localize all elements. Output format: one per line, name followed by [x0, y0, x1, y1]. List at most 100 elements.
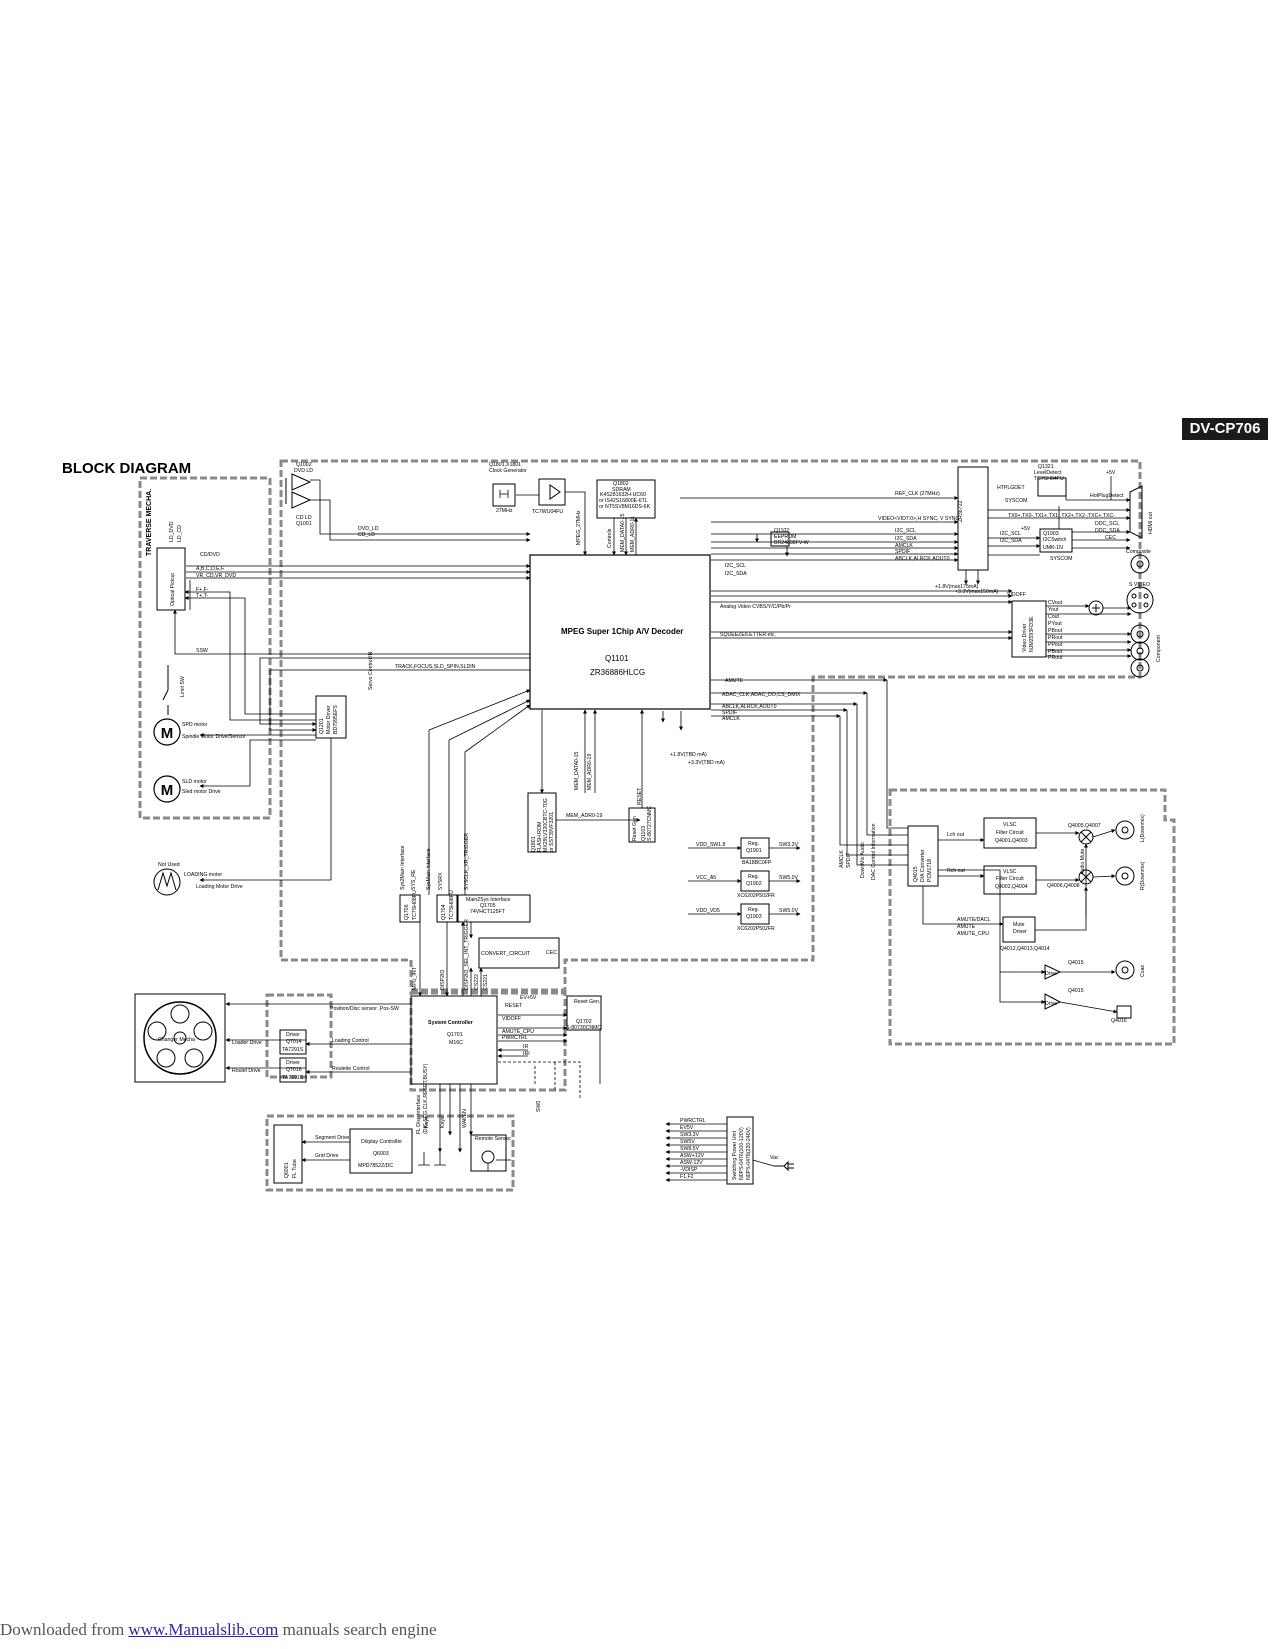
svg-text:DDC_SCL: DDC_SCL [1095, 521, 1119, 527]
svg-text:Q4015: Q4015 [1068, 960, 1084, 966]
svg-text:TA7291S: TA7291S [282, 1047, 304, 1053]
svg-text:27MHz: 27MHz [496, 508, 513, 514]
svg-text:AMUTE: AMUTE [957, 924, 976, 930]
svg-text:AMUTE: AMUTE [725, 678, 744, 684]
svg-text:SW3.3V: SW3.3V [680, 1132, 700, 1138]
svg-text:Q4005,Q4007: Q4005,Q4007 [1068, 823, 1101, 829]
pickup-label: Optical Pickup [170, 573, 176, 606]
svg-text:PYout: PYout [1048, 621, 1062, 627]
footer: Downloaded from www.Manualslib.com manua… [0, 1620, 437, 1640]
svg-text:HDMI out: HDMI out [1148, 512, 1154, 534]
svg-text:VDD_VD5: VDD_VD5 [696, 908, 720, 914]
svg-text:Q1902: Q1902 [746, 881, 762, 887]
svg-text:TA7291S: TA7291S [282, 1075, 304, 1081]
svg-text:Driver: Driver [286, 1060, 300, 1066]
svg-text:Limit SW: Limit SW [180, 676, 186, 697]
limit-sw-icon [162, 665, 169, 715]
svg-text:Loading Motor Drive: Loading Motor Drive [196, 884, 243, 890]
svg-text:F1,F2: F1,F2 [680, 1174, 694, 1180]
svg-text:Motor Driver: Motor Driver [326, 705, 332, 734]
svg-text:Q1801: Q1801 [531, 836, 537, 852]
svg-text:Segment Drive: Segment Drive [315, 1135, 349, 1141]
svg-text:CONVERT_CIRCUIT: CONVERT_CIRCUIT [481, 951, 531, 957]
loading-motor-icon [153, 868, 181, 896]
svg-text:+3.3V(max150mA): +3.3V(max150mA) [955, 589, 999, 595]
sld-motor-icon [153, 775, 181, 803]
svg-text:S-80727CNMC: S-80727CNMC [647, 806, 653, 841]
svg-text:+3.3V(TBD mA): +3.3V(TBD mA) [688, 760, 725, 766]
svg-text:ABCLK,ALRCK,AOUT0: ABCLK,ALRCK,AOUT0 [895, 556, 950, 562]
svg-text:RESET: RESET [505, 1003, 523, 1009]
svg-text:BR24L08FV-W: BR24L08FV-W [774, 540, 809, 546]
svg-text:AMUTE/DACL: AMUTE/DACL [957, 917, 991, 923]
svg-text:FL Disp Interface: FL Disp Interface [416, 1095, 422, 1134]
svg-text:Coax: Coax [1140, 964, 1146, 977]
manualslib-link[interactable]: www.Manualslib.com [128, 1620, 279, 1639]
svg-text:ASW+12V: ASW+12V [680, 1153, 705, 1159]
svg-text:SW0: SW0 [536, 1101, 542, 1112]
composite-jack-icon [1130, 554, 1150, 574]
svg-text:ZR36722: ZR36722 [958, 501, 964, 522]
plain-lines [189, 476, 1112, 1171]
svg-text:Q4016: Q4016 [1111, 1018, 1127, 1024]
svg-text:SSW: SSW [196, 648, 208, 654]
svg-text:Video Driver: Video Driver [1022, 623, 1028, 652]
svg-text:I2C_SDA: I2C_SDA [895, 536, 917, 542]
svg-text:Driver: Driver [286, 1032, 300, 1038]
svg-text:Component: Component [1156, 635, 1162, 662]
svg-text:ASW-12V: ASW-12V [680, 1160, 703, 1166]
audio-l-jack-icon [1115, 820, 1135, 840]
svg-text:LD_DVD: LD_DVD [169, 521, 175, 542]
svg-text:MPEG_27MHz: MPEG_27MHz [576, 510, 582, 545]
footer-suffix: manuals search engine [278, 1620, 437, 1639]
svg-text:TX0+,TX0-,TX1+,TX1-,TX2+,TX2-,: TX0+,TX0-,TX1+,TX1-,TX2+,TX2-,TXC+,TXC- [1008, 513, 1115, 519]
remote-sensor-icon [481, 1150, 495, 1164]
svg-text:Q1701: Q1701 [447, 1032, 463, 1038]
svg-text:Q1903: Q1903 [1043, 531, 1059, 537]
svg-text:I2C_SDA: I2C_SDA [1000, 538, 1022, 544]
svg-text:Display Controller: Display Controller [361, 1139, 402, 1145]
svg-text:M: M [161, 782, 174, 799]
svg-text:BD7995EFS: BD7995EFS [333, 705, 339, 734]
svg-text:AMCLK: AMCLK [839, 850, 845, 868]
svg-text:AMUTE_CPU: AMUTE_CPU [957, 931, 989, 937]
svg-text:VIDOFF: VIDOFF [502, 1016, 521, 1022]
svg-text:MPD7852Z/DC: MPD7852Z/DC [358, 1163, 393, 1169]
svg-text:Lch out: Lch out [947, 832, 965, 838]
svg-text:RESET: RESET [637, 787, 643, 805]
signal-lines [173, 479, 1132, 1182]
svg-text:N0PS-0476(100-120V): N0PS-0476(100-120V) [739, 1127, 745, 1180]
svg-text:Q1321: Q1321 [1038, 464, 1054, 470]
svg-text:EV+5V: EV+5V [520, 995, 537, 1001]
svg-text:I2C_SCL: I2C_SCL [895, 528, 916, 534]
svg-text:Spindle Motor Drive/Sensor: Spindle Motor Drive/Sensor [182, 734, 246, 740]
svg-text:Q1705: Q1705 [480, 903, 496, 909]
svg-text:SPDIF: SPDIF [722, 710, 737, 716]
svg-text:MEM_DATA0-15: MEM_DATA0-15 [620, 513, 626, 552]
svg-text:DownMix Audio: DownMix Audio [860, 842, 866, 878]
svg-text:Position/Disc sensor ,Pos-SW: Position/Disc sensor ,Pos-SW [330, 1006, 399, 1012]
svg-text:WAKEN: WAKEN [462, 1109, 468, 1128]
svg-text:SLD motor: SLD motor [182, 779, 207, 785]
svg-text:+1.8V(TBD mA): +1.8V(TBD mA) [670, 752, 707, 758]
svg-text:SQUEEZE/LETTER etc.: SQUEEZE/LETTER etc. [720, 632, 776, 638]
svg-text:Servo Control IN: Servo Control IN [368, 651, 374, 690]
svg-text:Drive: Drive [1045, 1001, 1057, 1007]
svg-text:SW5.0V: SW5.0V [779, 875, 799, 881]
svg-text:Sys2Main Interface: Sys2Main Interface [400, 845, 406, 890]
svg-text:Switching Power Unit: Switching Power Unit [732, 1130, 738, 1180]
svg-text:Q1901: Q1901 [746, 848, 762, 854]
svg-text:NJM2593FD3E: NJM2593FD3E [1029, 616, 1035, 652]
svg-text:Q7014: Q7014 [286, 1039, 302, 1045]
svg-text:Q6001: Q6001 [284, 1162, 290, 1178]
svg-text:Analog Video CVBS/Y/C/Pb/Pr: Analog Video CVBS/Y/C/Pb/Pr [720, 604, 791, 610]
svg-text:SDRAM: SDRAM [612, 487, 631, 493]
svg-text:Reg.: Reg. [748, 907, 759, 913]
svg-text:SPDIF: SPDIF [895, 549, 910, 555]
svg-text:SPDIF: SPDIF [846, 853, 852, 868]
svg-text:Q4002,Q4004: Q4002,Q4004 [995, 884, 1028, 890]
svg-text:Vac: Vac [770, 1155, 779, 1161]
svg-text:HTPLGDET: HTPLGDET [997, 485, 1026, 491]
svg-text:Cout: Cout [1048, 614, 1060, 620]
